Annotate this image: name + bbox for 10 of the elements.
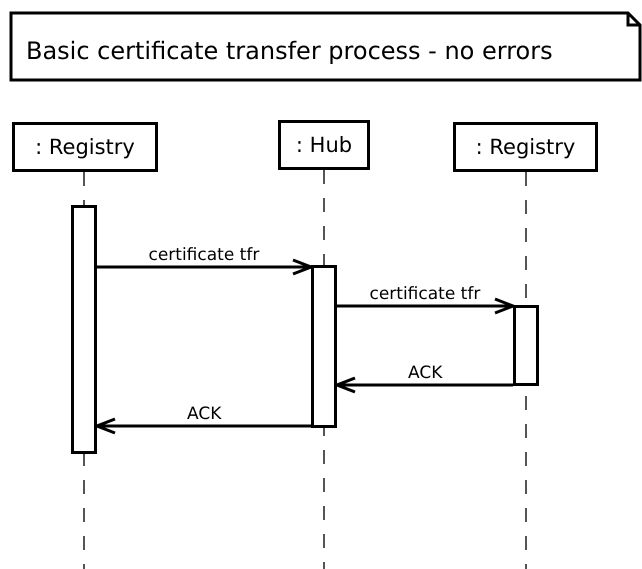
activation-bar xyxy=(71,205,97,454)
message-arrow xyxy=(97,258,312,276)
lifeline-header: : Hub xyxy=(278,120,370,170)
activation-bar xyxy=(311,265,337,428)
lifeline-header: : Registry xyxy=(12,122,158,172)
lifeline-header: : Registry xyxy=(453,122,598,172)
message-arrow xyxy=(337,298,514,314)
message-arrow xyxy=(96,418,311,434)
activation-bar xyxy=(513,305,539,386)
message-arrow xyxy=(336,376,513,394)
